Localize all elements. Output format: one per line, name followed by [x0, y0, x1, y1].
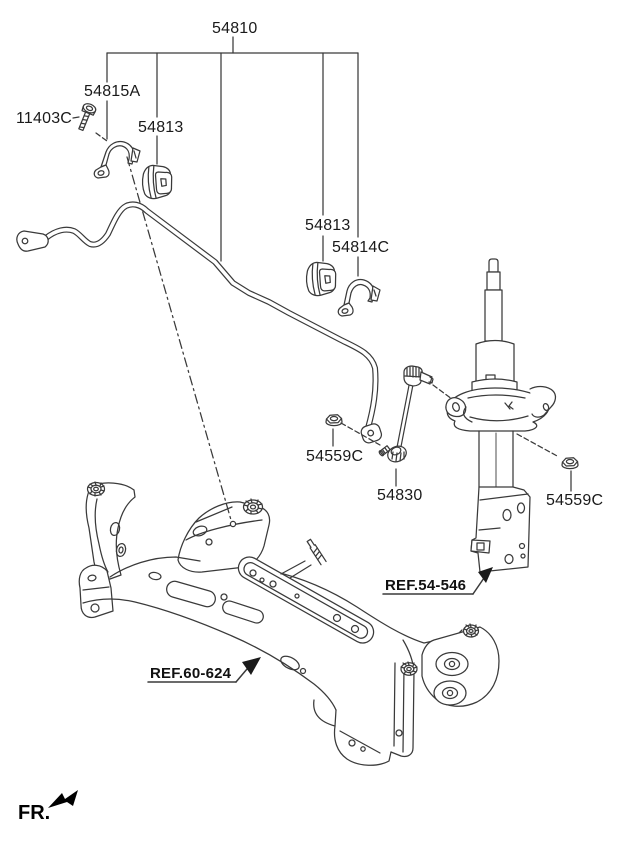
subframe-stud	[306, 538, 327, 566]
callout-bracket-54810	[106, 36, 359, 277]
link-to-strut-leader-dashed	[432, 384, 453, 400]
ref-label-crossmember[interactable]: REF.60-624	[150, 665, 232, 682]
ref-strut-arrow	[382, 567, 493, 595]
nut-left-leader-dashed	[340, 422, 381, 446]
nut-left-drawing	[325, 414, 343, 427]
part-label-54830[interactable]: 54830	[377, 487, 423, 504]
part-label-54810[interactable]: 54810	[212, 20, 258, 37]
strut-to-nut-leader-dashed	[516, 433, 560, 458]
dash-dot-leader	[126, 156, 237, 528]
bracket-lower-drawing	[337, 278, 381, 317]
part-label-54559C-left[interactable]: 54559C	[306, 448, 364, 465]
subframe-bushing-ring	[242, 498, 264, 515]
bolt-upper-drawing	[78, 103, 97, 132]
strut-assembly-drawing	[445, 258, 557, 573]
stabilizer-bar-drawing	[16, 201, 383, 444]
label-leaders	[72, 116, 572, 492]
stabilizer-link-drawing	[378, 365, 434, 463]
bushing-left-drawing	[141, 164, 173, 200]
subframe-bushing-ring	[400, 661, 418, 676]
subframe-bushing-ring	[86, 481, 106, 497]
front-direction-arrow-icon	[48, 790, 78, 808]
ref-crossmember-arrow	[147, 657, 261, 683]
ref-label-strut[interactable]: REF.54-546	[385, 577, 467, 594]
part-label-54814C[interactable]: 54814C	[332, 239, 390, 256]
part-label-54559C-right[interactable]: 54559C	[546, 492, 604, 509]
bushing-right-drawing	[305, 261, 337, 297]
nut-right-drawing	[561, 457, 579, 470]
crossmember-drawing	[78, 481, 500, 766]
part-label-11403C[interactable]: 11403C	[16, 110, 73, 127]
part-label-54813-left[interactable]: 54813	[138, 119, 184, 136]
subframe-bushing-ring	[462, 623, 480, 638]
part-label-54813-right[interactable]: 54813	[305, 217, 351, 234]
bracket-upper-drawing	[93, 140, 141, 179]
front-marker-label: FR.	[18, 802, 51, 824]
part-label-54815A[interactable]: 54815A	[84, 83, 141, 100]
bolt-leader-dashed	[95, 132, 108, 142]
